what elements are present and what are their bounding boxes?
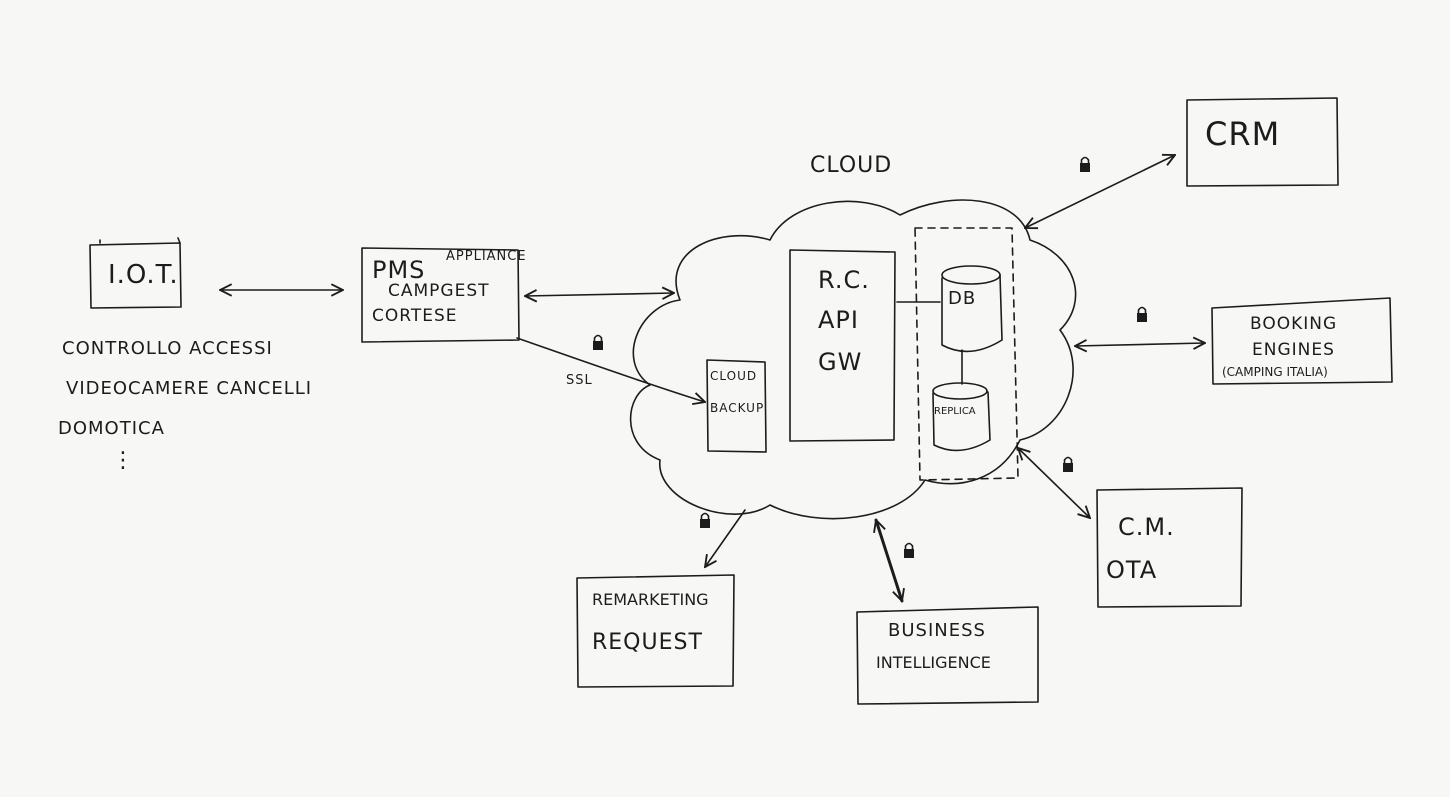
api-gw-box	[789, 249, 896, 442]
data-region-dashed	[914, 227, 1019, 481]
bi-box	[856, 606, 1039, 705]
booking-box	[1211, 297, 1393, 385]
cloud-backup-label-1: CLOUD	[710, 369, 758, 383]
bi-label-2: INTELLIGENCE	[876, 653, 991, 672]
remarketing-label-1: REMARKETING	[592, 590, 709, 609]
arrow-cloud-remarketing	[705, 509, 746, 567]
pms-label-1: PMS	[372, 256, 426, 284]
api-gw-label-3: GW	[818, 348, 863, 376]
booking-label-3: (CAMPING ITALIA)	[1222, 365, 1328, 379]
replica-cylinder	[932, 391, 991, 452]
crm-label: CRM	[1205, 115, 1281, 153]
cm-ota-box	[1096, 487, 1243, 608]
lock-icon-crm	[1079, 156, 1091, 173]
cloud-outline	[629, 199, 1077, 520]
arrow-cloud-crm	[1025, 155, 1175, 228]
remarketing-box	[576, 574, 735, 688]
pms-label-3: CORTESE	[372, 306, 458, 326]
booking-label-2: ENGINES	[1252, 340, 1335, 360]
arrow-cloud-bi	[876, 520, 902, 601]
replica-label: REPLICA	[934, 406, 976, 417]
lock-icon-pms-backup	[592, 334, 604, 351]
iot-note-cameras: VIDEOCAMERE CANCELLI	[66, 378, 313, 399]
iot-box	[89, 242, 182, 309]
api-gw-label-1: R.C.	[818, 266, 870, 294]
ssl-label: SSL	[566, 373, 593, 388]
iot-note-more: ⋮	[112, 448, 135, 473]
booking-label-1: BOOKING	[1250, 314, 1338, 334]
bi-label-1: BUSINESS	[888, 620, 986, 641]
pms-appliance-label: APPLIANCE	[446, 249, 527, 264]
lock-icon-bi	[903, 542, 915, 559]
arrow-pms-cloud	[525, 293, 674, 296]
iot-label: I.O.T.	[108, 260, 179, 290]
db-cylinder	[941, 274, 1003, 353]
api-gw-label-2: API	[818, 306, 859, 334]
db-label: DB	[948, 288, 977, 309]
arrow-cloud-booking	[1075, 343, 1205, 346]
lock-icon-cm	[1062, 456, 1074, 473]
lock-icon-booking	[1136, 306, 1148, 323]
arrow-cloud-cm	[1018, 448, 1090, 518]
arrow-pms-backup	[516, 337, 705, 402]
iot-note-domotics: DOMOTICA	[58, 418, 165, 439]
lock-icon-remarketing	[699, 512, 711, 529]
cloud-backup-label-2: BACKUP	[710, 401, 765, 415]
cloud-backup-box	[706, 359, 767, 453]
cm-label-2: OTA	[1106, 556, 1158, 584]
cloud-title: CLOUD	[810, 153, 893, 178]
iot-note-access: CONTROLLO ACCESSI	[62, 338, 273, 359]
cm-label-1: C.M.	[1118, 513, 1175, 541]
pms-box	[361, 247, 520, 343]
crm-box	[1186, 97, 1339, 187]
remarketing-label-2: REQUEST	[592, 630, 703, 655]
pms-label-2: CAMPGEST	[388, 281, 490, 301]
